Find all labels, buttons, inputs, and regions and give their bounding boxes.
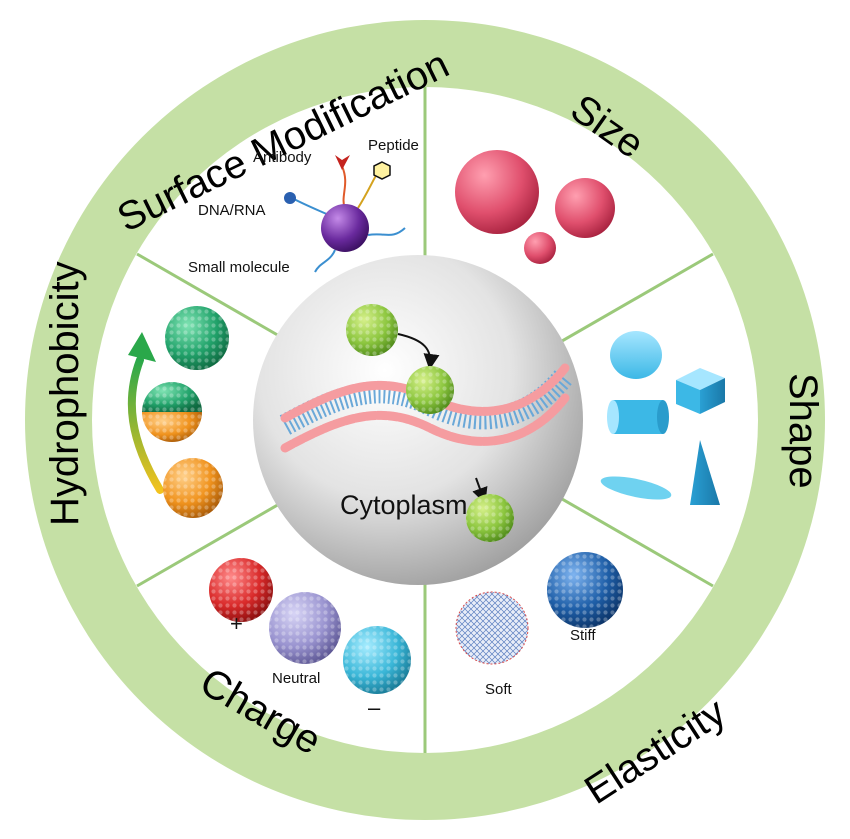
- negative-sign: –: [368, 695, 381, 720]
- soft-particle: [455, 591, 529, 665]
- antibody-label: Antibody: [253, 149, 312, 166]
- cone-shape: [690, 440, 720, 505]
- shape-title: Shape: [781, 373, 825, 489]
- disc-shape: [600, 476, 672, 500]
- soft-label: Soft: [485, 681, 513, 698]
- cytoplasm-label: Cytoplasm: [340, 490, 468, 520]
- hydrophobic-particle: [165, 306, 229, 370]
- cylinder-shape: [607, 400, 669, 434]
- amphiphilic-particle: [142, 382, 202, 442]
- surface-modified-nanoparticle: [284, 155, 406, 273]
- shape-particles: [600, 331, 725, 505]
- dna-rna-ligand: [284, 192, 296, 204]
- uptake-arrow: [397, 333, 440, 370]
- positive-particle: [209, 558, 273, 622]
- small-sphere: [524, 232, 556, 264]
- stiff-label: Stiff: [570, 627, 596, 644]
- sphere-shape: [610, 331, 662, 379]
- hydrophobicity-arrowhead: [128, 332, 156, 362]
- negative-particle: [343, 626, 411, 694]
- nanoparticle-inside: [466, 494, 514, 542]
- hydrophilic-particle: [163, 458, 223, 518]
- positive-sign: +: [230, 611, 243, 636]
- hydrophobicity-title: Hydrophobicity: [43, 261, 87, 526]
- large-sphere: [455, 150, 539, 234]
- nanoparticle-outside: [346, 304, 398, 356]
- peptide-ligand: [373, 161, 391, 180]
- dna-rna-label: DNA/RNA: [198, 202, 266, 219]
- peptide-label: Peptide: [368, 137, 419, 154]
- nanoparticle-membrane: [406, 366, 454, 414]
- medium-sphere: [555, 178, 615, 238]
- hydrophobicity-arrow: [127, 356, 164, 494]
- small-molecule-label: Small molecule: [188, 259, 290, 276]
- stiff-particle: [547, 552, 623, 628]
- antibody-ligand: [335, 155, 350, 170]
- core-particle: [321, 204, 369, 252]
- cube-shape: [676, 368, 725, 414]
- neutral-label: Neutral: [272, 670, 320, 687]
- neutral-particle: [269, 592, 341, 664]
